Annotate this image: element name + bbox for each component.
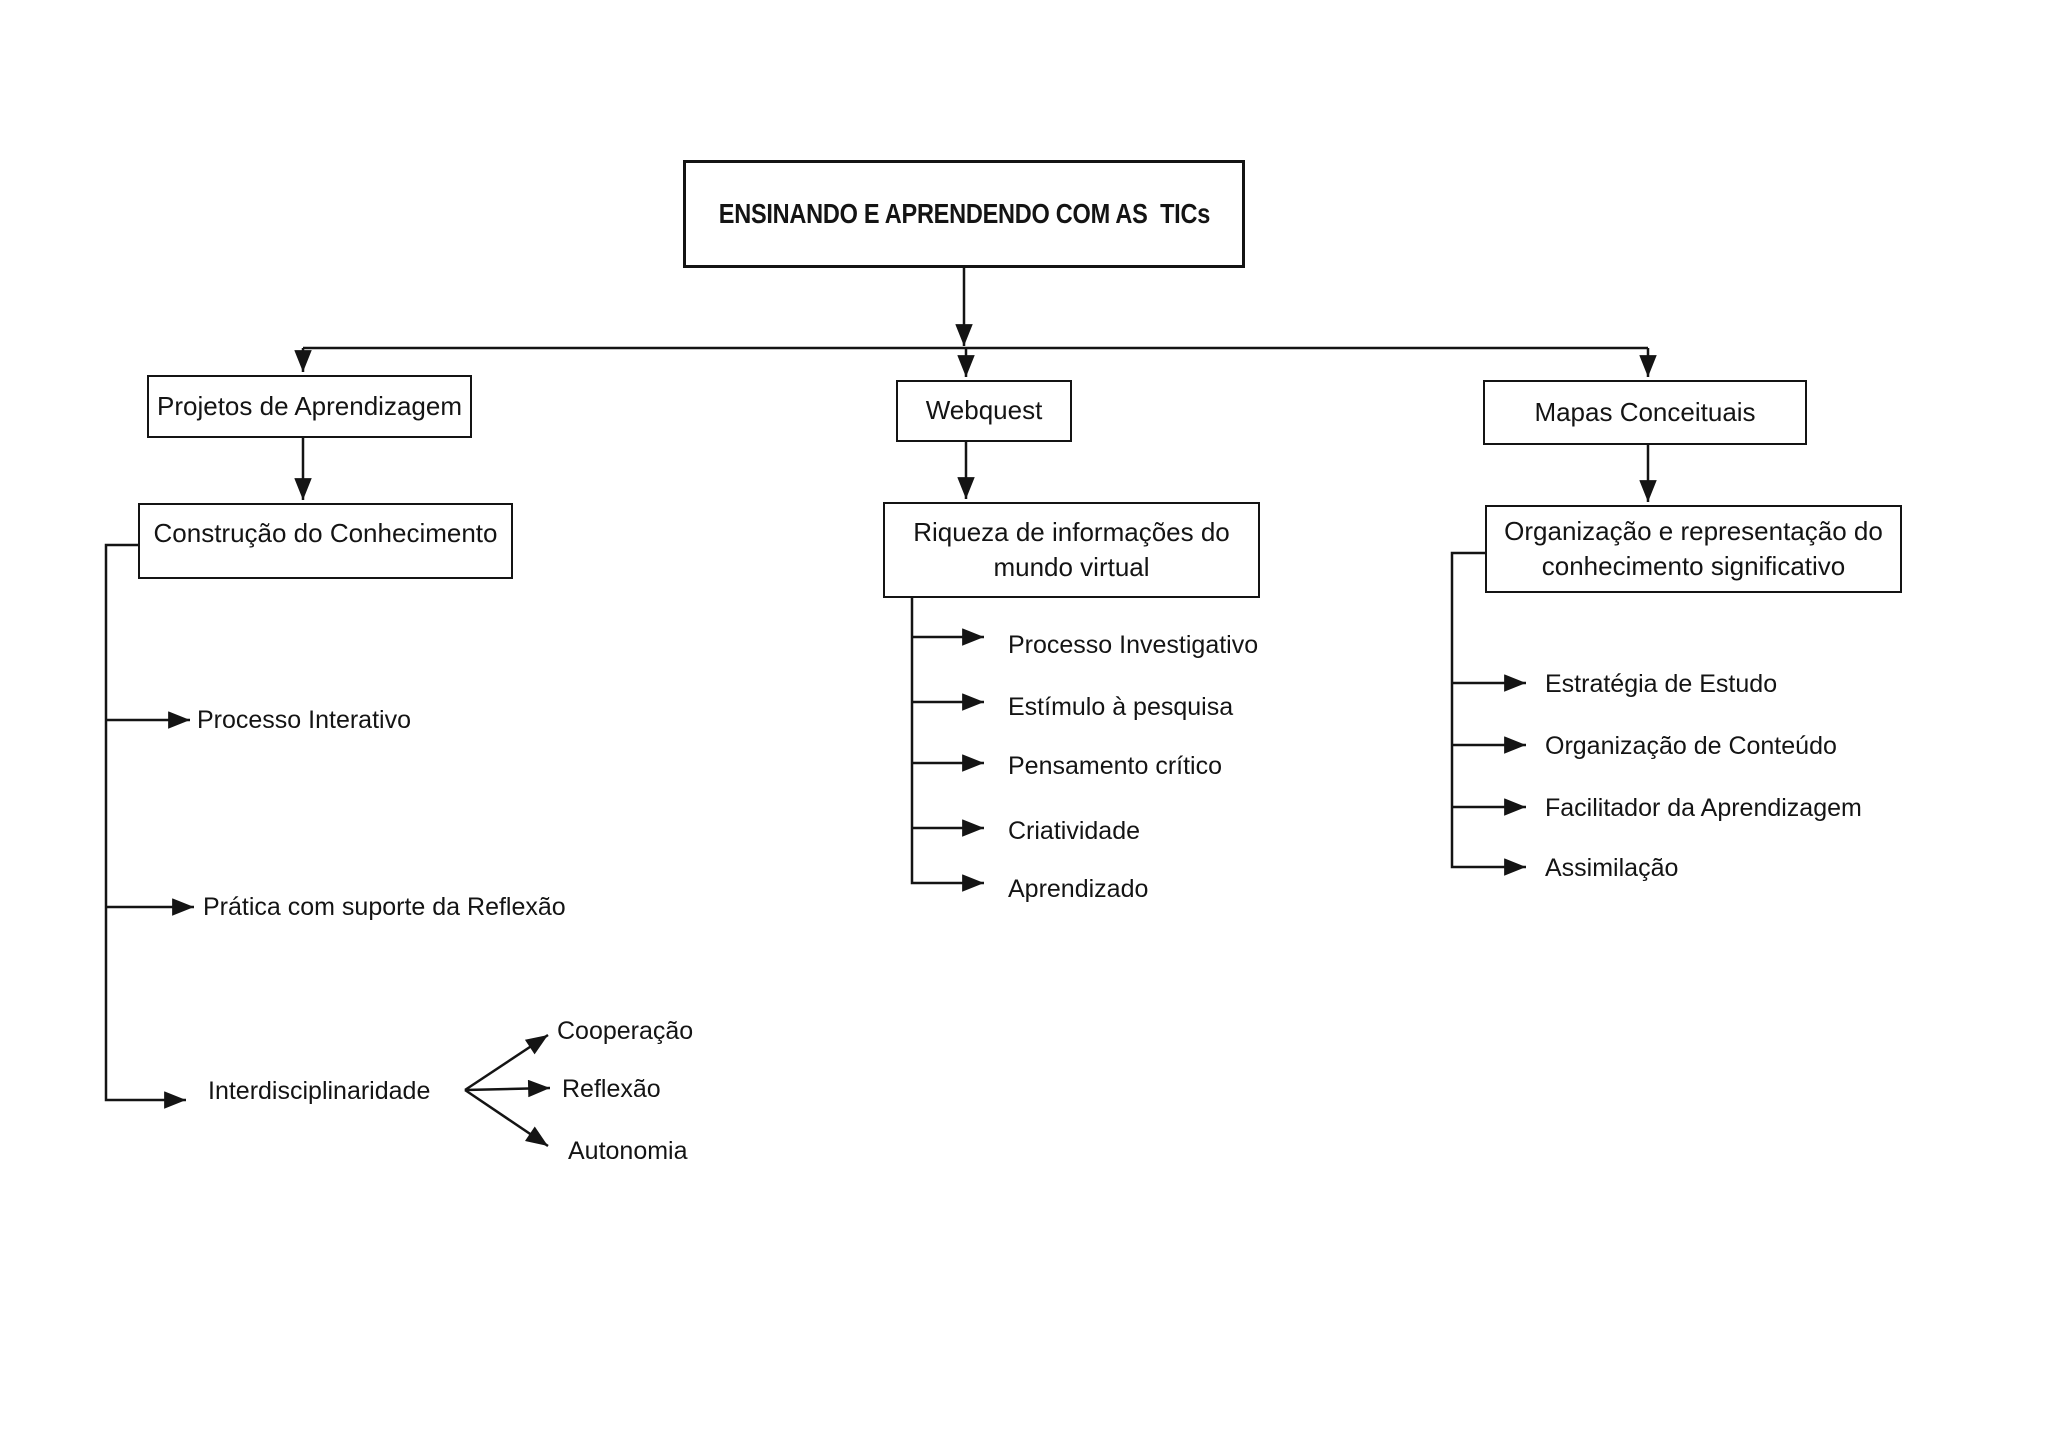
item-interdisciplinaridade: Interdisciplinaridade	[208, 1077, 431, 1105]
item-processo-investigativo: Processo Investigativo	[1008, 631, 1259, 659]
connector-mapas-trunk	[1450, 551, 1526, 876]
arrow-autonomia	[464, 1088, 549, 1148]
item-processo-interativo: Processo Interativo	[197, 706, 411, 734]
leaf-cooperacao: Cooperação	[557, 1017, 694, 1045]
node-mapas-label: Mapas Conceituais	[1534, 396, 1756, 427]
leaf-autonomia: Autonomia	[568, 1137, 688, 1165]
node-webquest-label: Webquest	[925, 395, 1043, 426]
item-assimilacao: Assimilação	[1545, 854, 1679, 882]
leaf-reflexao: Reflexão	[562, 1075, 661, 1103]
node-organizacao-label: Organização e representação do conhecime…	[1504, 515, 1883, 581]
node-root: ENSINANDO E APRENDENDO COM AS TICs	[683, 160, 1245, 268]
node-organizacao: Organização e representação do conhecime…	[1485, 505, 1902, 593]
node-riqueza: Riqueza de informações do mundo virtual	[883, 502, 1260, 598]
item-pratica: Prática com suporte da Reflexão	[203, 893, 566, 921]
node-projetos: Projetos de Aprendizagem	[147, 375, 472, 438]
item-facilitador: Facilitador da Aprendizagem	[1545, 794, 1862, 822]
item-estimulo: Estímulo à pesquisa	[1008, 693, 1234, 721]
node-construcao: Construção do Conhecimento	[138, 503, 513, 579]
item-organizacao-conteudo: Organização de Conteúdo	[1545, 732, 1837, 760]
arrow-cooperacao	[464, 1033, 549, 1092]
connector-projetos-trunk	[104, 543, 186, 1109]
item-estrategia: Estratégia de Estudo	[1545, 670, 1778, 698]
item-aprendizado: Aprendizado	[1008, 875, 1149, 903]
arrow-reflexao	[464, 1079, 551, 1098]
connector-webquest-trunk	[910, 598, 984, 892]
node-construcao-label: Construção do Conhecimento	[153, 518, 498, 548]
item-criatividade: Criatividade	[1008, 817, 1141, 845]
root-title: ENSINANDO E APRENDENDO COM AS TICs	[718, 198, 1210, 230]
item-pensamento: Pensamento crítico	[1008, 752, 1222, 780]
node-mapas: Mapas Conceituais	[1483, 380, 1807, 445]
node-projetos-label: Projetos de Aprendizagem	[157, 390, 462, 421]
node-riqueza-label: Riqueza de informações do mundo virtual	[913, 516, 1230, 582]
node-webquest: Webquest	[896, 380, 1072, 442]
